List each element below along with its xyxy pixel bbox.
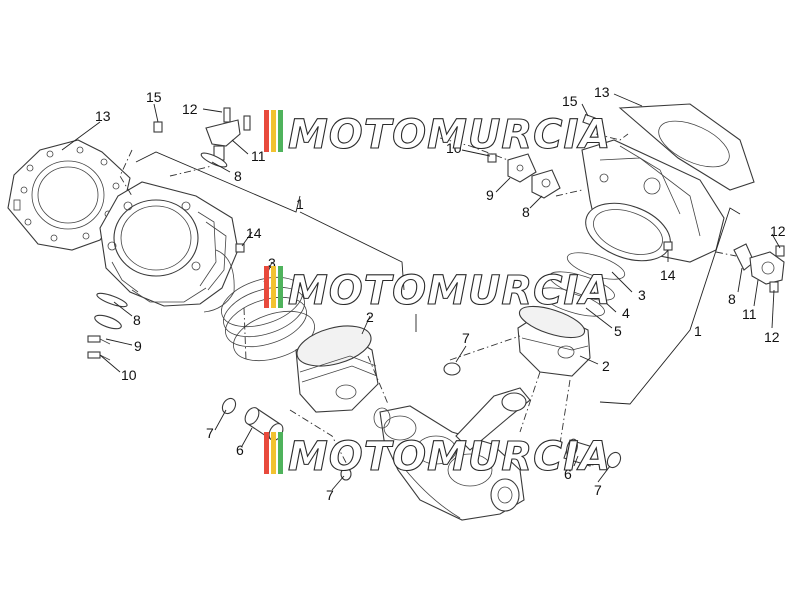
callout-8-right-side: 8 bbox=[728, 291, 736, 307]
callout-14-left: 14 bbox=[246, 225, 262, 241]
callout-10-left: 10 bbox=[121, 367, 137, 383]
callout-5-right: 5 bbox=[614, 323, 622, 339]
screw-left-9 bbox=[87, 335, 111, 345]
callout-13-right: 13 bbox=[594, 84, 610, 100]
callout-10-right: 10 bbox=[446, 140, 462, 156]
callout-11-right: 11 bbox=[742, 306, 757, 322]
watermark-top: MOTOMURCIA bbox=[264, 110, 611, 159]
callout-3-right: 3 bbox=[638, 287, 646, 303]
callout-15-left: 15 bbox=[146, 89, 162, 105]
callout-11-left: 11 bbox=[251, 148, 266, 164]
callout-9-left: 9 bbox=[134, 338, 142, 354]
callout-3-left: 3 bbox=[268, 255, 276, 271]
gasket-right-mid bbox=[531, 169, 561, 199]
callout-1-left: 1 bbox=[296, 196, 304, 212]
callout-1-right: 1 bbox=[694, 323, 702, 339]
callout-12-right-bottom: 12 bbox=[764, 329, 780, 345]
head-gasket-right bbox=[618, 103, 755, 191]
watermark-text: MOTOMURCIA bbox=[288, 434, 611, 480]
callout-8-right-mid: 8 bbox=[522, 204, 530, 220]
callout-7-left-top: 7 bbox=[206, 425, 214, 441]
dowel-pin-right-14 bbox=[663, 241, 673, 251]
piston-pin-right bbox=[563, 438, 600, 467]
dowel-pin-left-15 bbox=[153, 121, 163, 133]
callout-2-left: 2 bbox=[366, 309, 374, 325]
leader-lines bbox=[61, 93, 781, 491]
callout-7-left-bottom: 7 bbox=[326, 487, 334, 503]
cylinder-block-right bbox=[581, 139, 725, 263]
tensioner-plate-left bbox=[94, 314, 122, 330]
callout-8-left-bottom: 8 bbox=[133, 312, 141, 328]
screw-left-10 bbox=[87, 351, 111, 361]
cylinder-block-left bbox=[99, 181, 239, 313]
callout-7-right-bottom: 7 bbox=[594, 482, 602, 498]
watermark-bottom: MOTOMURCIA bbox=[264, 432, 611, 481]
callout-15-right: 15 bbox=[562, 93, 578, 109]
cover-plate-right bbox=[507, 153, 537, 183]
piston-rings-left bbox=[221, 276, 315, 362]
chain-tensioner-right bbox=[749, 245, 785, 293]
dowel-pin-left-14 bbox=[235, 243, 245, 253]
head-gasket-left bbox=[7, 139, 131, 251]
callout-8-left-top: 8 bbox=[234, 168, 242, 184]
crankshaft bbox=[373, 387, 531, 521]
circlip-left-top bbox=[221, 397, 237, 415]
piston-right bbox=[517, 305, 591, 377]
circlip-right-bottom bbox=[606, 451, 622, 469]
watermark-text: MOTOMURCIA bbox=[288, 112, 611, 158]
callout-7-right-top: 7 bbox=[462, 330, 470, 346]
callout-13-left: 13 bbox=[95, 108, 111, 124]
callout-2-right: 2 bbox=[602, 358, 610, 374]
callout-12-right-top: 12 bbox=[770, 223, 786, 239]
timing-gasket-left-lower bbox=[96, 292, 128, 308]
callout-6-left: 6 bbox=[236, 442, 244, 458]
callout-12-left: 12 bbox=[182, 101, 198, 117]
callout-6-right: 6 bbox=[564, 466, 572, 482]
piston-rings-right bbox=[539, 252, 626, 317]
callout-14-right: 14 bbox=[660, 267, 676, 283]
watermark-text: MOTOMURCIA bbox=[288, 268, 611, 314]
callout-9-right: 9 bbox=[486, 187, 494, 203]
watermark-middle: MOTOMURCIA bbox=[264, 266, 611, 315]
circlip-right-top bbox=[443, 362, 461, 376]
dowel-pin-right-15 bbox=[582, 113, 596, 127]
callout-4-right: 4 bbox=[622, 305, 630, 321]
callout-labels: 13 15 12 11 8 1 14 3 8 9 10 2 7 6 7 15 1… bbox=[95, 84, 786, 503]
chain-tensioner-left bbox=[200, 107, 251, 168]
piston-left bbox=[295, 325, 379, 413]
